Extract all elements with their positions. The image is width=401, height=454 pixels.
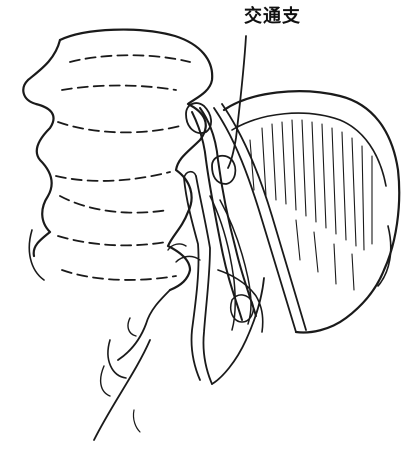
lower-vessel-curve-2 <box>218 270 263 332</box>
disc-line-3 <box>58 122 180 132</box>
communicating-branch-label: 交通支 <box>244 8 301 26</box>
disc-line-5 <box>60 196 168 213</box>
long-vessel-right <box>214 108 296 332</box>
disc-line-1 <box>70 55 190 62</box>
vertebral-column <box>23 30 212 440</box>
sacral-small <box>128 318 136 336</box>
lower-column-line <box>118 290 170 360</box>
disc-line-7 <box>62 270 176 280</box>
lower-line-3 <box>133 410 140 432</box>
disc-line-6 <box>58 236 166 245</box>
lower-vessel-curve <box>212 278 264 384</box>
sacral-curve <box>108 340 126 378</box>
vessel-join <box>184 172 196 178</box>
lower-line-2 <box>101 366 110 396</box>
vertebra-outline <box>60 30 212 290</box>
vessels-and-nerves <box>168 103 306 384</box>
small-branch-2 <box>168 244 186 250</box>
disc-line-4 <box>56 172 170 181</box>
vertebra-outline-left <box>23 40 60 256</box>
disc-line-2 <box>62 86 176 91</box>
